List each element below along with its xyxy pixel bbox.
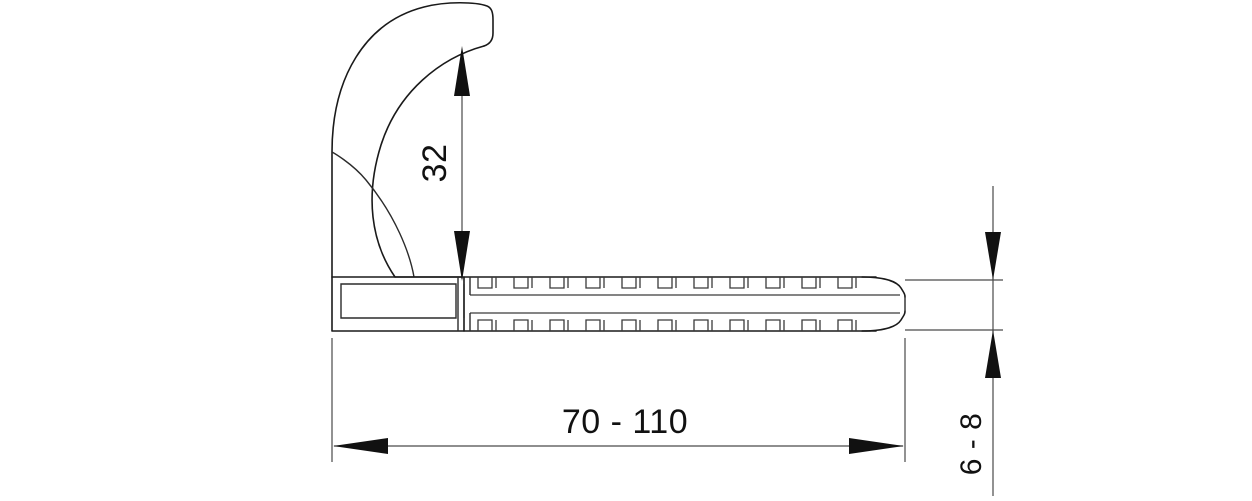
base-block-outline bbox=[331, 276, 465, 332]
dim-thickness-label: 6 - 8 bbox=[955, 413, 988, 476]
dim-length-label: 70 - 110 bbox=[562, 403, 688, 441]
dimension-height-32: 32 bbox=[416, 46, 470, 281]
curved-arm-inner-edge bbox=[371, 45, 485, 278]
dimension-length-70-110: 70 - 110 bbox=[331, 338, 906, 462]
flange-perforations-top bbox=[477, 277, 857, 289]
dim-32-arrow-bottom bbox=[454, 231, 470, 281]
dimension-thickness-6-8: 6 - 8 bbox=[905, 186, 1003, 496]
dim-32-label: 32 bbox=[416, 144, 454, 183]
dim-length-arrow-left bbox=[333, 438, 388, 454]
flange-tip-top-curve bbox=[861, 276, 906, 298]
flange-tip-bottom-curve bbox=[861, 310, 906, 332]
flange-tip-part bbox=[861, 276, 906, 332]
flange-perforations-bottom bbox=[477, 319, 857, 331]
dim-thickness-arrow-top bbox=[985, 232, 1001, 280]
dim-32-arrow-top bbox=[454, 46, 470, 96]
perforated-flange-part bbox=[463, 276, 906, 332]
base-block-cavity bbox=[340, 283, 457, 319]
curved-arm-wall-line bbox=[331, 151, 415, 278]
dim-thickness-arrow-bottom bbox=[985, 330, 1001, 378]
dim-length-arrow-right bbox=[849, 438, 904, 454]
curved-arm-outer-edge bbox=[331, 1, 494, 278]
base-block-part bbox=[331, 276, 465, 332]
